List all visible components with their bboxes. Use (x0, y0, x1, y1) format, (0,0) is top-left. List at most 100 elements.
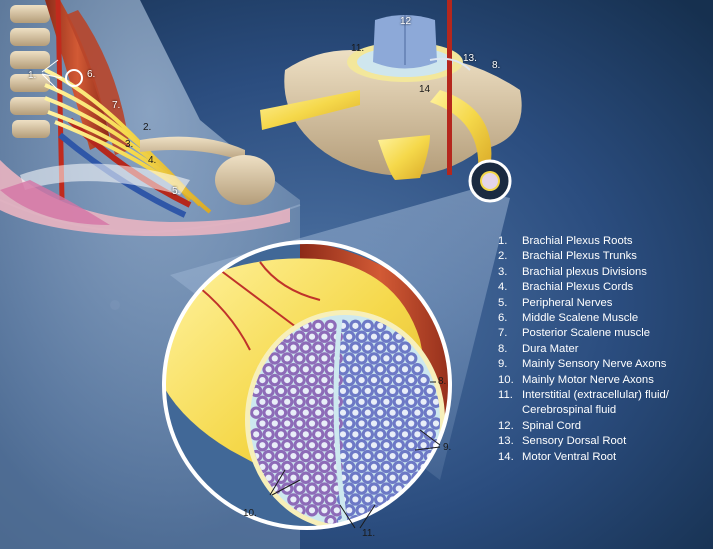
axon-core (296, 377, 303, 384)
axon-core (327, 387, 334, 395)
axon-core (377, 322, 384, 329)
axon-core (327, 322, 334, 329)
callout-14: 14 (419, 84, 431, 95)
axon-core (321, 377, 328, 384)
axon-core (308, 333, 316, 340)
legend-item: 9.Mainly Sensory Nerve Axons (498, 358, 667, 371)
axon-core (352, 431, 359, 438)
axon-core (308, 442, 316, 449)
callout-6: 6. (87, 69, 96, 80)
axon-core (364, 344, 371, 351)
axon-core (370, 485, 378, 492)
axon-core (377, 496, 384, 503)
rib (20, 163, 190, 195)
axon-core (321, 507, 328, 514)
axon-core (265, 366, 272, 373)
root-highlight-circle (65, 69, 83, 87)
axon-core (395, 333, 402, 340)
axon-core (414, 366, 421, 373)
axon-core (315, 452, 322, 460)
callout-4: 4. (148, 155, 157, 166)
axon-core (339, 387, 347, 395)
axon-core (346, 420, 353, 427)
axon-core (432, 420, 440, 427)
axon-core (364, 474, 371, 481)
legend: 1.Brachial Plexus Roots 2.Brachial Plexu… (498, 234, 669, 465)
axon-core (389, 387, 396, 395)
axon-core (401, 431, 409, 438)
axon-core (333, 507, 340, 514)
legend-item: 2.Brachial Plexus Trunks (498, 250, 637, 263)
axon-core (265, 431, 272, 438)
axon-core (302, 387, 309, 395)
muscle-background (300, 242, 450, 528)
label-1-leaders (41, 59, 63, 91)
axon-core (259, 377, 266, 384)
axon-core (370, 355, 378, 362)
axon-core (383, 377, 390, 384)
axon-core (271, 377, 278, 384)
axon-core (389, 474, 396, 481)
axon-core (277, 452, 285, 460)
axon-core (358, 485, 365, 492)
callout-9: 9. (443, 442, 452, 453)
axon-core (346, 355, 353, 362)
axon-core (302, 431, 309, 438)
callout-11-section: 11. (362, 528, 376, 539)
axon-core (277, 431, 285, 438)
legend-item: 5.Peripheral Nerves (498, 296, 613, 309)
axon-core (389, 409, 396, 416)
nerve-cross-section-magnified (162, 240, 452, 530)
axon-core (253, 409, 260, 416)
section-leader-lines (269, 381, 441, 529)
axon-core (339, 452, 347, 460)
axon-core (271, 420, 278, 427)
axon-core (321, 398, 328, 405)
axon-core (389, 452, 396, 460)
axon-core (383, 420, 390, 427)
axon-core (259, 398, 266, 405)
axon-core (296, 485, 303, 492)
axon-core (321, 463, 328, 470)
root-strands (429, 57, 471, 71)
callout-11-top: 11. (351, 43, 365, 54)
axon-core (277, 366, 285, 373)
legend-item: 10.Mainly Motor Nerve Axons (498, 373, 654, 386)
callout-8-section: 8. (438, 376, 447, 387)
clavicle (140, 136, 245, 162)
axon-core (346, 333, 353, 340)
axon-core (271, 398, 278, 405)
axon-core (364, 366, 371, 373)
cervical-spine (10, 5, 50, 138)
axon-core (315, 344, 322, 351)
axon-core (408, 398, 415, 405)
legend-item: 4.Brachial Plexus Cords (498, 281, 634, 294)
axon-core (414, 452, 421, 460)
axon-core (370, 442, 378, 449)
axon-core (370, 333, 378, 340)
axon-core (401, 366, 409, 373)
legend-item: 8.Dura Mater (498, 342, 579, 355)
axon-core (290, 431, 297, 438)
axon-core (290, 496, 297, 503)
axon-core (352, 387, 359, 395)
axon-core (321, 355, 328, 362)
axon-core (290, 366, 297, 373)
axon-core (395, 355, 402, 362)
axon-core (321, 485, 328, 492)
axon-core (277, 409, 285, 416)
axon-core (284, 355, 291, 362)
axon-core (408, 463, 415, 470)
axon-core (290, 409, 297, 416)
axon-core (377, 474, 384, 481)
axon-core (383, 333, 390, 340)
axon-core (321, 442, 328, 449)
callout-8-top: 8. (492, 60, 501, 71)
nipple (110, 300, 120, 310)
axon-core (426, 387, 433, 395)
axon-core (284, 442, 291, 449)
axon-core (420, 420, 427, 427)
axon-core (420, 398, 427, 405)
legend-item: 13.Sensory Dorsal Root (498, 435, 627, 448)
